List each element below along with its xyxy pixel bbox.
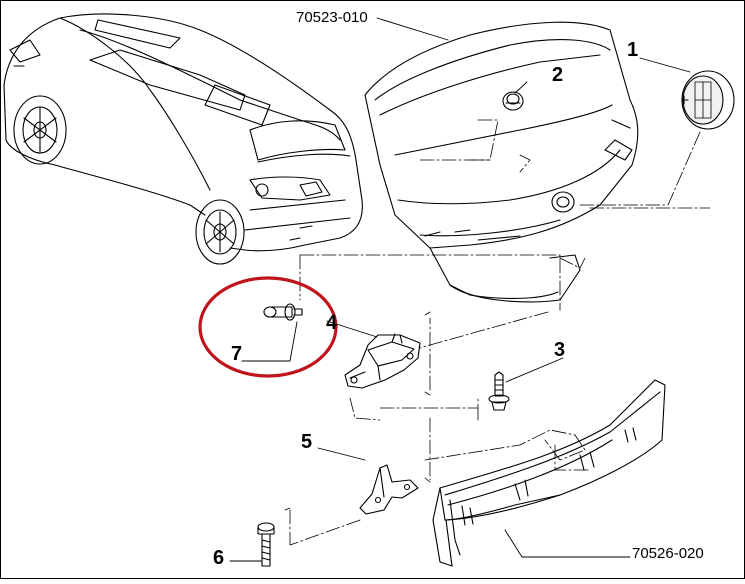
part-code-tailgate: 70523-010: [296, 9, 368, 26]
callout-7: 7: [231, 343, 243, 365]
callout-6: 6: [213, 547, 225, 569]
part-7-fastener: [263, 303, 303, 321]
part-5-bracket: [359, 464, 419, 515]
alignment-lines: [284, 119, 711, 546]
callout-2: 2: [552, 64, 564, 86]
part-code-bumper-trim: 70526-020: [632, 545, 704, 562]
highlight-ellipse: [198, 276, 338, 378]
leader-lines: [229, 17, 691, 562]
callout-3: 3: [554, 339, 566, 361]
part-3-screw: [488, 371, 510, 411]
bumper-trim-panel: [432, 379, 666, 567]
part-4-latch: [344, 333, 421, 389]
car-overview: [3, 13, 363, 265]
callout-4: 4: [326, 312, 338, 334]
tailgate-assembly: [364, 21, 639, 303]
part-1-emblem: [681, 70, 735, 130]
callout-1: 1: [627, 39, 639, 61]
part-6-bolt: [257, 522, 275, 567]
callout-5: 5: [301, 431, 313, 453]
part-2-cap: [502, 91, 524, 111]
